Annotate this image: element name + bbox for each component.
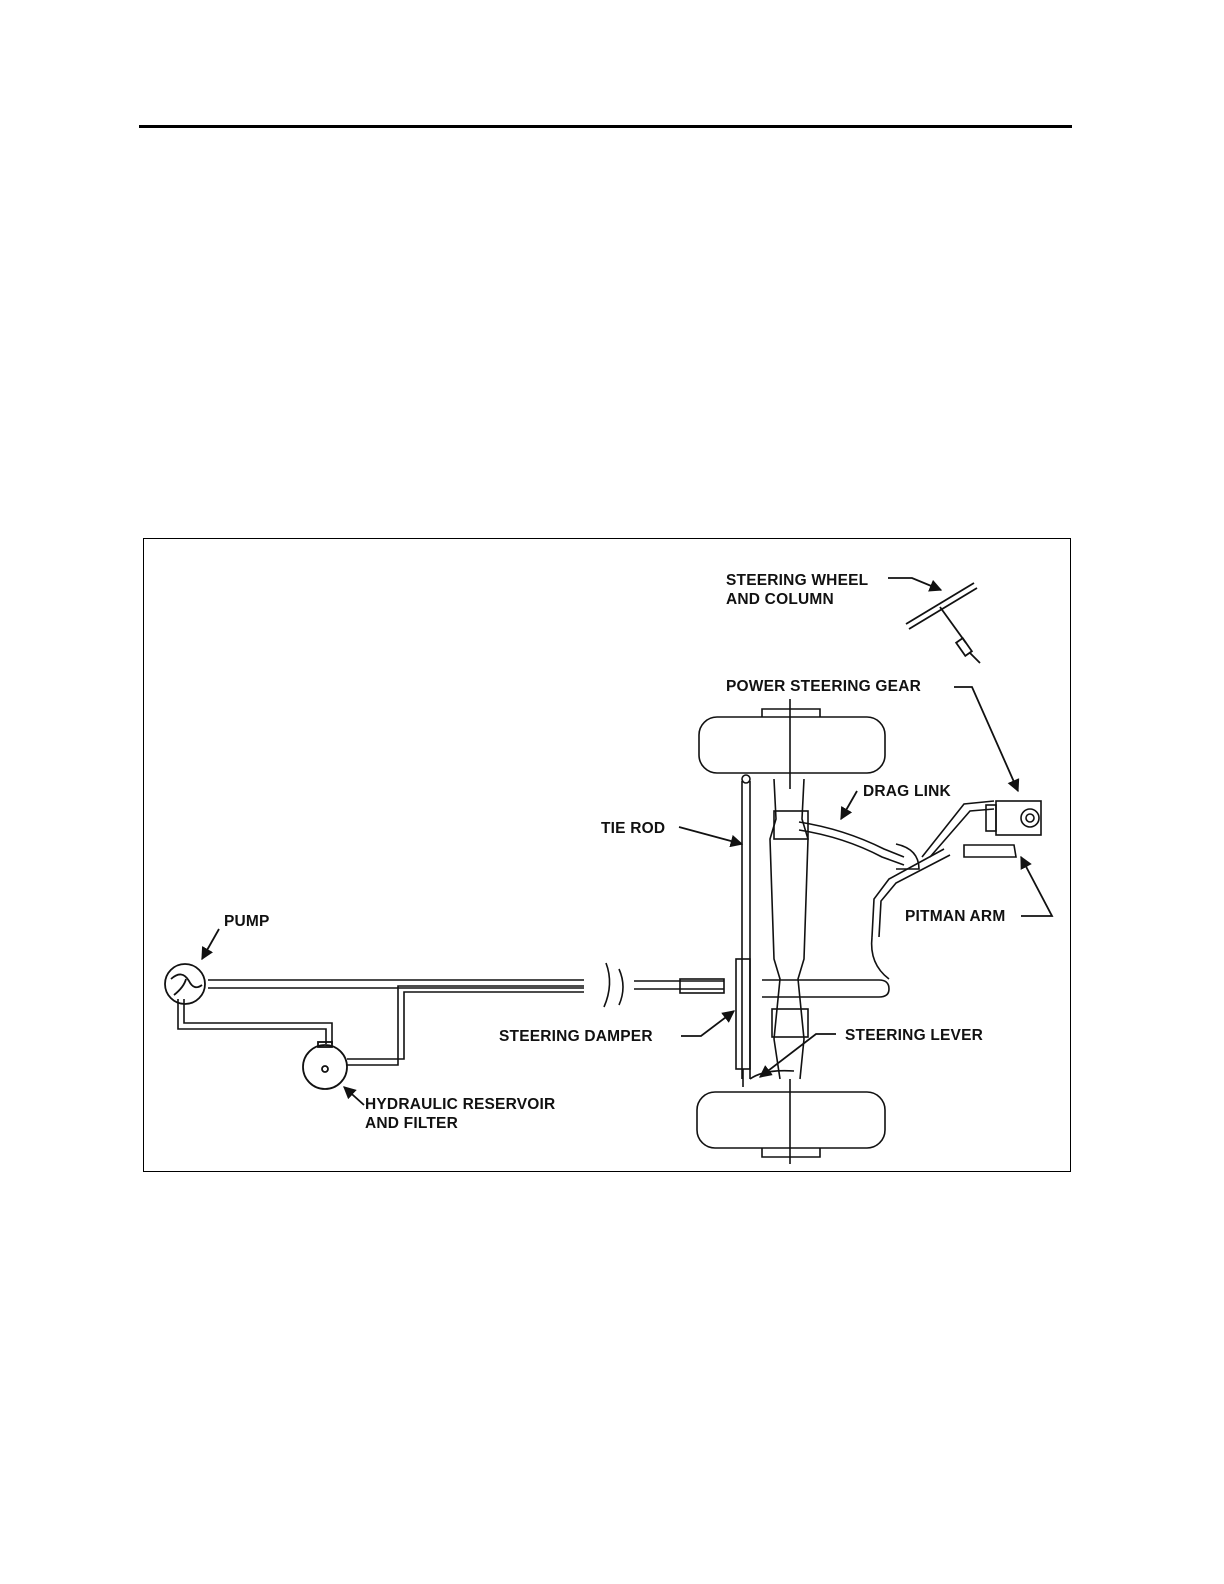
label-steering-wheel-line2: AND COLUMN [726, 590, 868, 609]
label-power-steering-gear: POWER STEERING GEAR [726, 677, 921, 696]
label-reservoir: HYDRAULIC RESERVOIR AND FILTER [365, 1095, 555, 1133]
header-rule [139, 125, 1072, 128]
steering-diagram [144, 539, 1072, 1173]
top-wheel [699, 717, 885, 773]
bottom-wheel [697, 1092, 885, 1148]
label-steering-lever: STEERING LEVER [845, 1026, 983, 1045]
label-pump: PUMP [224, 912, 270, 931]
steering-wheel-icon [906, 583, 980, 663]
pump-icon [165, 964, 205, 1004]
label-steering-damper: STEERING DAMPER [499, 1027, 653, 1046]
label-reservoir-line2: AND FILTER [365, 1114, 555, 1133]
label-reservoir-line1: HYDRAULIC RESERVOIR [365, 1095, 555, 1114]
reservoir-icon [303, 1042, 347, 1089]
label-drag-link: DRAG LINK [863, 782, 951, 801]
front-axle-assembly [697, 699, 1041, 1164]
steering-system-figure: STEERING WHEEL AND COLUMN POWER STEERING… [143, 538, 1071, 1172]
hydraulic-lines [178, 963, 724, 1065]
label-pitman-arm: PITMAN ARM [905, 907, 1005, 926]
label-steering-wheel-line1: STEERING WHEEL [726, 571, 868, 590]
label-tie-rod: TIE ROD [601, 819, 665, 838]
label-steering-wheel: STEERING WHEEL AND COLUMN [726, 571, 868, 609]
